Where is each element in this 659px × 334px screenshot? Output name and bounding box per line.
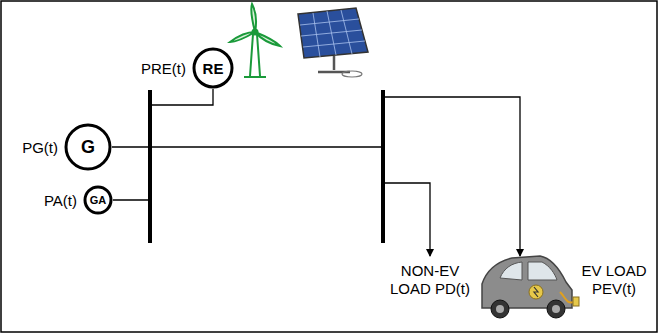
wind-turbine [230, 4, 280, 77]
source-circle: PG(t)G [64, 123, 112, 171]
source-symbol: GA [83, 185, 113, 215]
bus-bar [148, 90, 152, 243]
source-symbol: G [64, 123, 112, 171]
load-label: NON-EV LOAD PD(t) [388, 262, 472, 298]
wire [113, 199, 150, 200]
source-circle: PA(t)GA [83, 185, 113, 215]
wire [150, 89, 213, 105]
source-circle: PRE(t)RE [192, 47, 234, 89]
source-symbol: RE [192, 47, 234, 89]
power-label: PA(t) [44, 192, 77, 209]
solar-panel [298, 8, 368, 77]
bus-bar [381, 90, 385, 243]
ev-car [482, 256, 579, 318]
wire [112, 146, 383, 147]
load-wire [383, 183, 430, 256]
power-label: PG(t) [22, 139, 58, 156]
load-label: EV LOAD PEV(t) [579, 262, 649, 298]
power-label: PRE(t) [141, 60, 186, 77]
load-wire [383, 97, 520, 256]
